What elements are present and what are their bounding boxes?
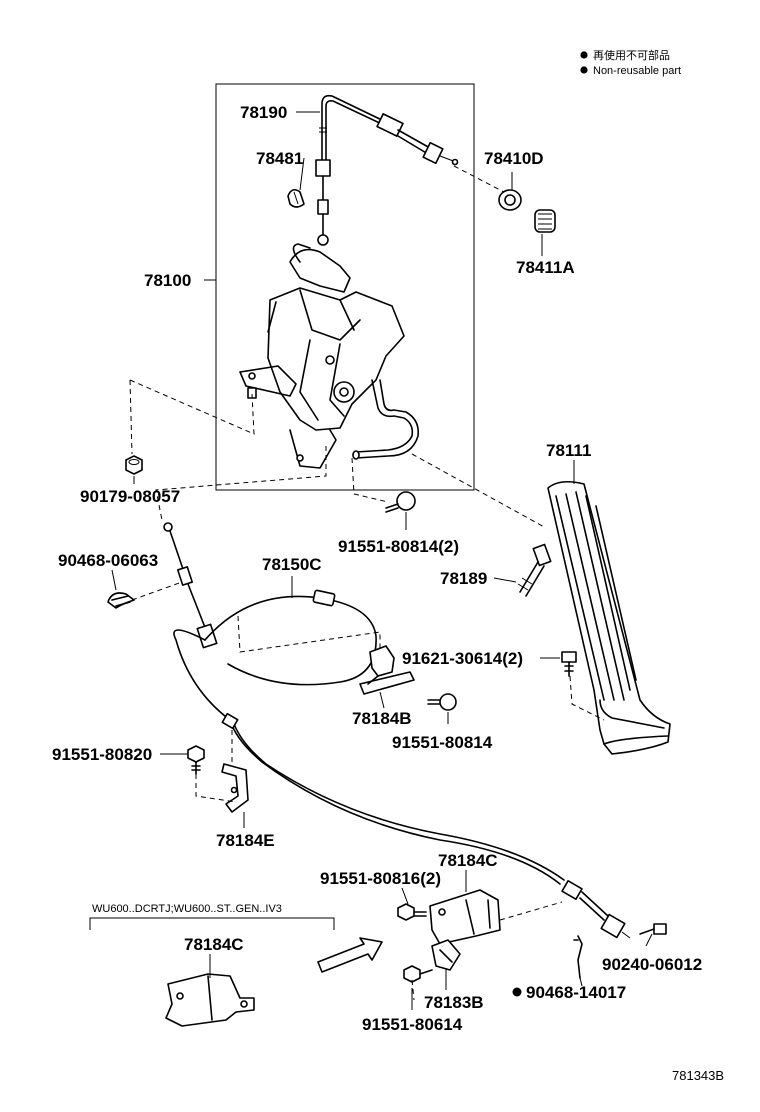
bracket-78184E (221, 763, 249, 813)
nut-90179 (125, 455, 143, 475)
accelerator-pedal-78111 (547, 480, 671, 755)
substitution-arrow-icon (317, 937, 383, 973)
label-78410D: 78410D (484, 149, 544, 168)
non-reusable-bullet-icon (580, 66, 588, 74)
label-78481: 78481 (256, 149, 303, 168)
label-91551-80814-2: 91551-80814(2) (338, 537, 459, 556)
non-reusable-bullet-icon (580, 51, 588, 59)
bolt-91551-80814-2 (385, 491, 416, 513)
bolt-91551-80814 (427, 693, 457, 711)
label-78190: 78190 (240, 103, 287, 122)
variant-note: WU600..DCRTJ;WU600..ST..GEN..IV3 (92, 903, 282, 915)
variant-bracket (89, 917, 335, 930)
nut-78410D (498, 189, 522, 211)
clip-90468-14017 (573, 935, 583, 979)
non-reusable-bullet-icon (512, 987, 522, 997)
cap-78411A (534, 209, 556, 233)
label-91621-30614-2: 91621-30614(2) (402, 649, 523, 668)
label-91551-80614: 91551-80614 (362, 1015, 463, 1034)
label-78184C-left: 78184C (184, 935, 244, 954)
clamp-90468-06063 (107, 592, 135, 609)
label-78184B: 78184B (352, 709, 412, 728)
label-78100: 78100 (144, 271, 191, 290)
dashed-connectors (129, 165, 605, 1001)
label-78150C: 78150C (262, 555, 322, 574)
leader-lines (111, 111, 653, 1010)
bolt-91551-80614 (403, 965, 433, 983)
label-90468-06063: 90468-06063 (58, 551, 158, 570)
bracket-78184C-right (429, 889, 501, 945)
label-78411A: 78411A (516, 258, 575, 277)
clip-78481 (287, 188, 305, 208)
label-78111: 78111 (546, 441, 591, 460)
bolt-91551-80816-2 (397, 903, 427, 921)
label-91551-80814: 91551-80814 (392, 733, 493, 752)
throttle-cable-78150C (163, 522, 631, 939)
label-78184E: 78184E (216, 831, 275, 850)
label-78183B: 78183B (424, 993, 484, 1012)
clip-78183B (431, 939, 461, 971)
cable-78190 (315, 94, 459, 246)
bolt-91551-80820 (187, 745, 205, 775)
legend: 再使用不可部品 Non-reusable part (580, 48, 681, 77)
label-91551-80816-2: 91551-80816(2) (320, 869, 441, 888)
label-90468-14017: 90468-14017 (526, 983, 626, 1002)
part-labels: 78190 78481 78410D 78411A 78100 90179-08… (52, 103, 702, 1034)
pedal-bracket-78100 (239, 243, 420, 469)
label-78189: 78189 (440, 569, 487, 588)
stopper-78189 (517, 543, 552, 597)
legend-jp: 再使用不可部品 (593, 48, 670, 62)
assembly-inset-box (215, 83, 475, 491)
reference-code: 781343B (672, 1068, 724, 1083)
label-90179-08057: 90179-08057 (80, 487, 180, 506)
label-91551-80820: 91551-80820 (52, 745, 152, 764)
bracket-78184C-left (165, 973, 255, 1027)
bolt-91621-30614 (561, 651, 577, 677)
bracket-78184B (359, 645, 415, 695)
label-90240-06012: 90240-06012 (602, 955, 702, 974)
pin-90240-06012 (639, 923, 667, 935)
legend-en: Non-reusable part (593, 65, 681, 77)
label-78184C-top: 78184C (438, 851, 498, 870)
